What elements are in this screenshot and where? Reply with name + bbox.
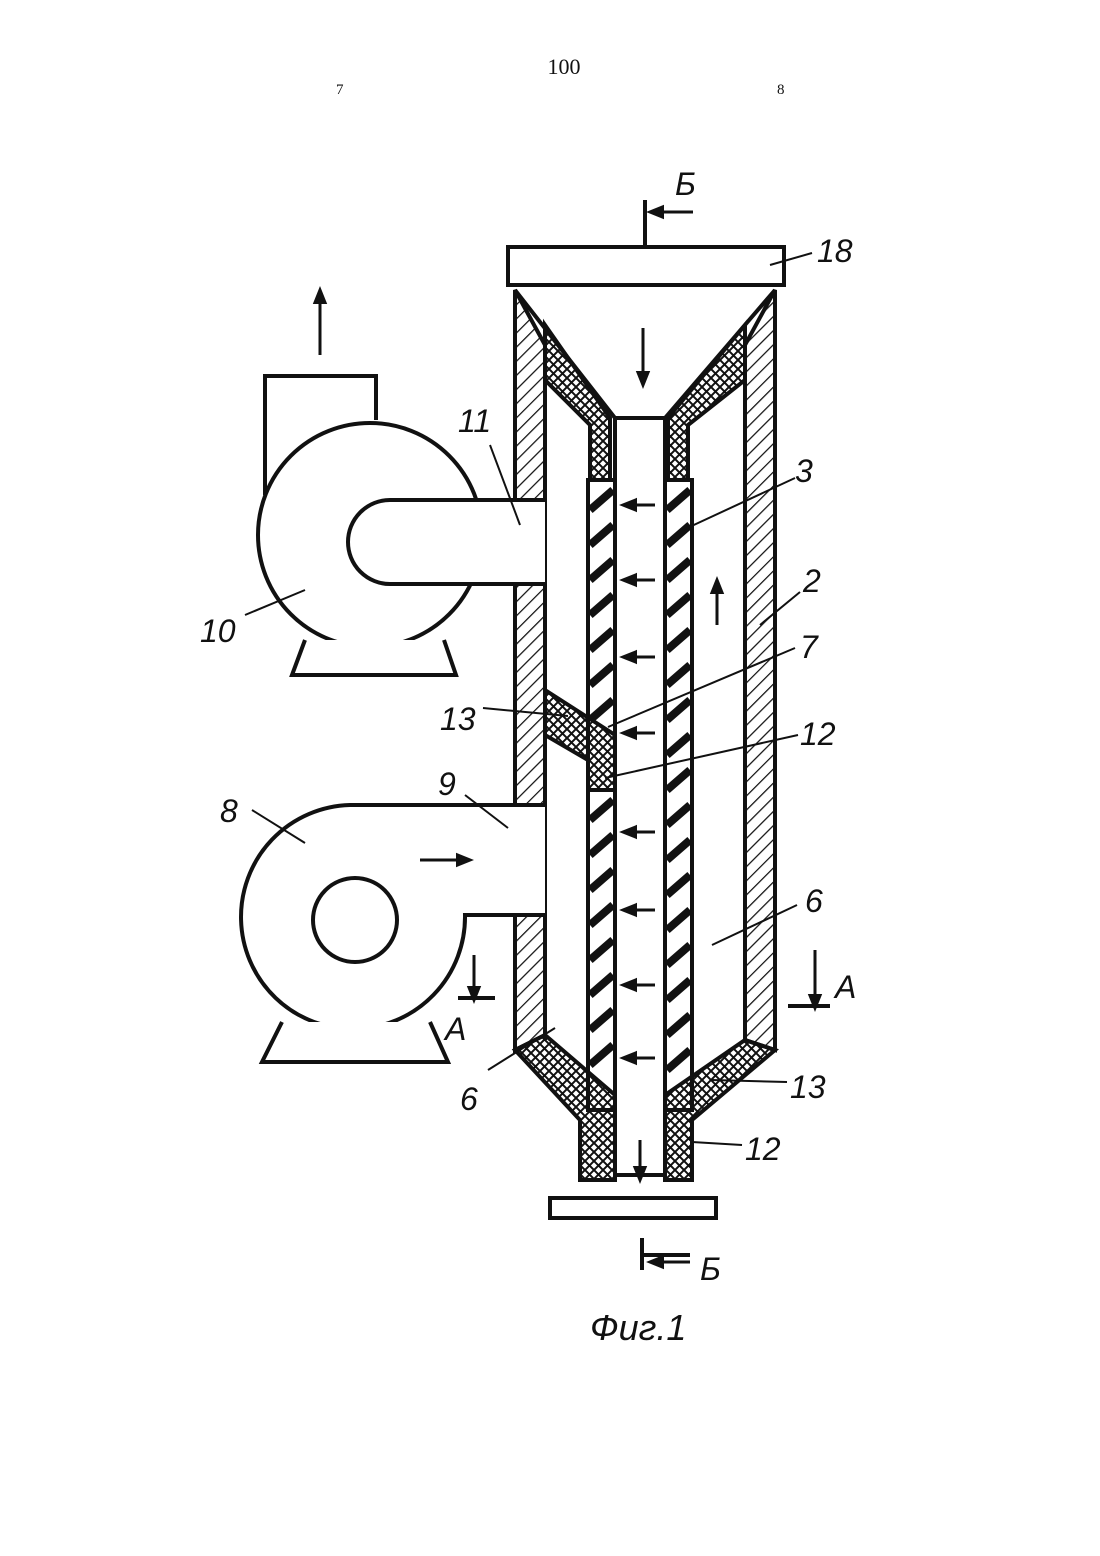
- central-tube: [615, 418, 665, 1175]
- label-3: 3: [795, 453, 813, 489]
- label-7: 7: [800, 629, 819, 665]
- label-B-top: Б: [675, 166, 696, 202]
- outer-wall-right: [745, 290, 775, 1050]
- label-18: 18: [817, 233, 853, 269]
- label-9: 9: [438, 766, 456, 802]
- exhaust-fan-10: [258, 295, 545, 675]
- label-12-upper: 12: [800, 716, 836, 752]
- figure-caption: Фиг.1: [590, 1307, 686, 1348]
- label-A-right: A: [833, 969, 856, 1005]
- blower-fan-8: [241, 805, 545, 1062]
- label-10: 10: [200, 613, 236, 649]
- label-8: 8: [220, 793, 238, 829]
- label-13-upper: 13: [440, 701, 476, 737]
- label-13-lower: 13: [790, 1069, 826, 1105]
- outer-wall-left: [515, 290, 545, 1050]
- column-body: [508, 200, 784, 1270]
- label-12-lower: 12: [745, 1131, 781, 1167]
- bottom-plate: [550, 1198, 716, 1218]
- label-A-left: A: [443, 1011, 466, 1047]
- label-2: 2: [802, 563, 821, 599]
- label-6-right: 6: [805, 883, 823, 919]
- label-11: 11: [458, 403, 491, 439]
- label-6-left: 6: [460, 1081, 478, 1117]
- cover-18: [508, 247, 784, 285]
- label-B-bottom: Б: [700, 1251, 721, 1287]
